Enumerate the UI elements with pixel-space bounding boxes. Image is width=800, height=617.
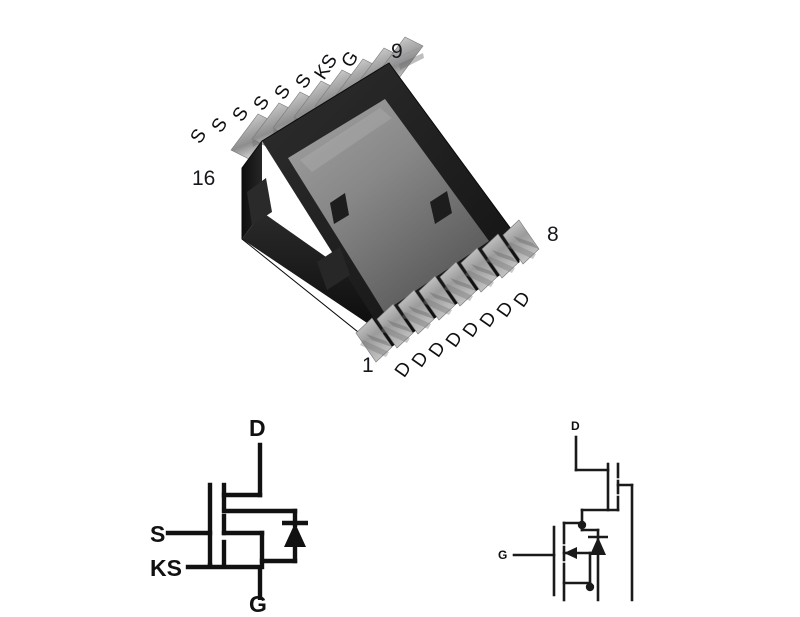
schematic-right: D G <box>480 415 780 602</box>
protection-diode-icon <box>588 535 608 555</box>
body-diode-icon <box>282 520 308 547</box>
terminal-label-d: D <box>249 415 266 441</box>
package-drawing <box>230 36 540 363</box>
terminal-label-g: G <box>249 591 267 617</box>
junction-dot <box>577 520 587 530</box>
terminal-label-g-right: G <box>498 548 508 562</box>
mosfet-symbol-drawing <box>165 442 308 600</box>
terminal-label-s: S <box>150 521 166 547</box>
datasheet-page: 9 16 8 1 S S S S S S KS G D D D D D D D … <box>150 36 780 616</box>
package-figure: 9 16 8 1 S S S S S S KS G D D D D D D D … <box>187 36 559 381</box>
pin-number-1: 1 <box>362 354 374 377</box>
pin-number-9: 9 <box>391 40 403 63</box>
pin-number-8: 8 <box>547 223 559 246</box>
terminal-label-ks: KS <box>150 555 182 581</box>
internal-equivalent-circuit-drawing <box>512 435 634 602</box>
bulk-arrow-icon <box>564 547 577 559</box>
pin-number-16: 16 <box>192 167 216 190</box>
schematic-left: D S KS G <box>150 415 370 616</box>
lead-group-bottom <box>355 219 540 363</box>
terminal-label-d-right: D <box>571 419 580 433</box>
junction-dot <box>585 582 595 592</box>
